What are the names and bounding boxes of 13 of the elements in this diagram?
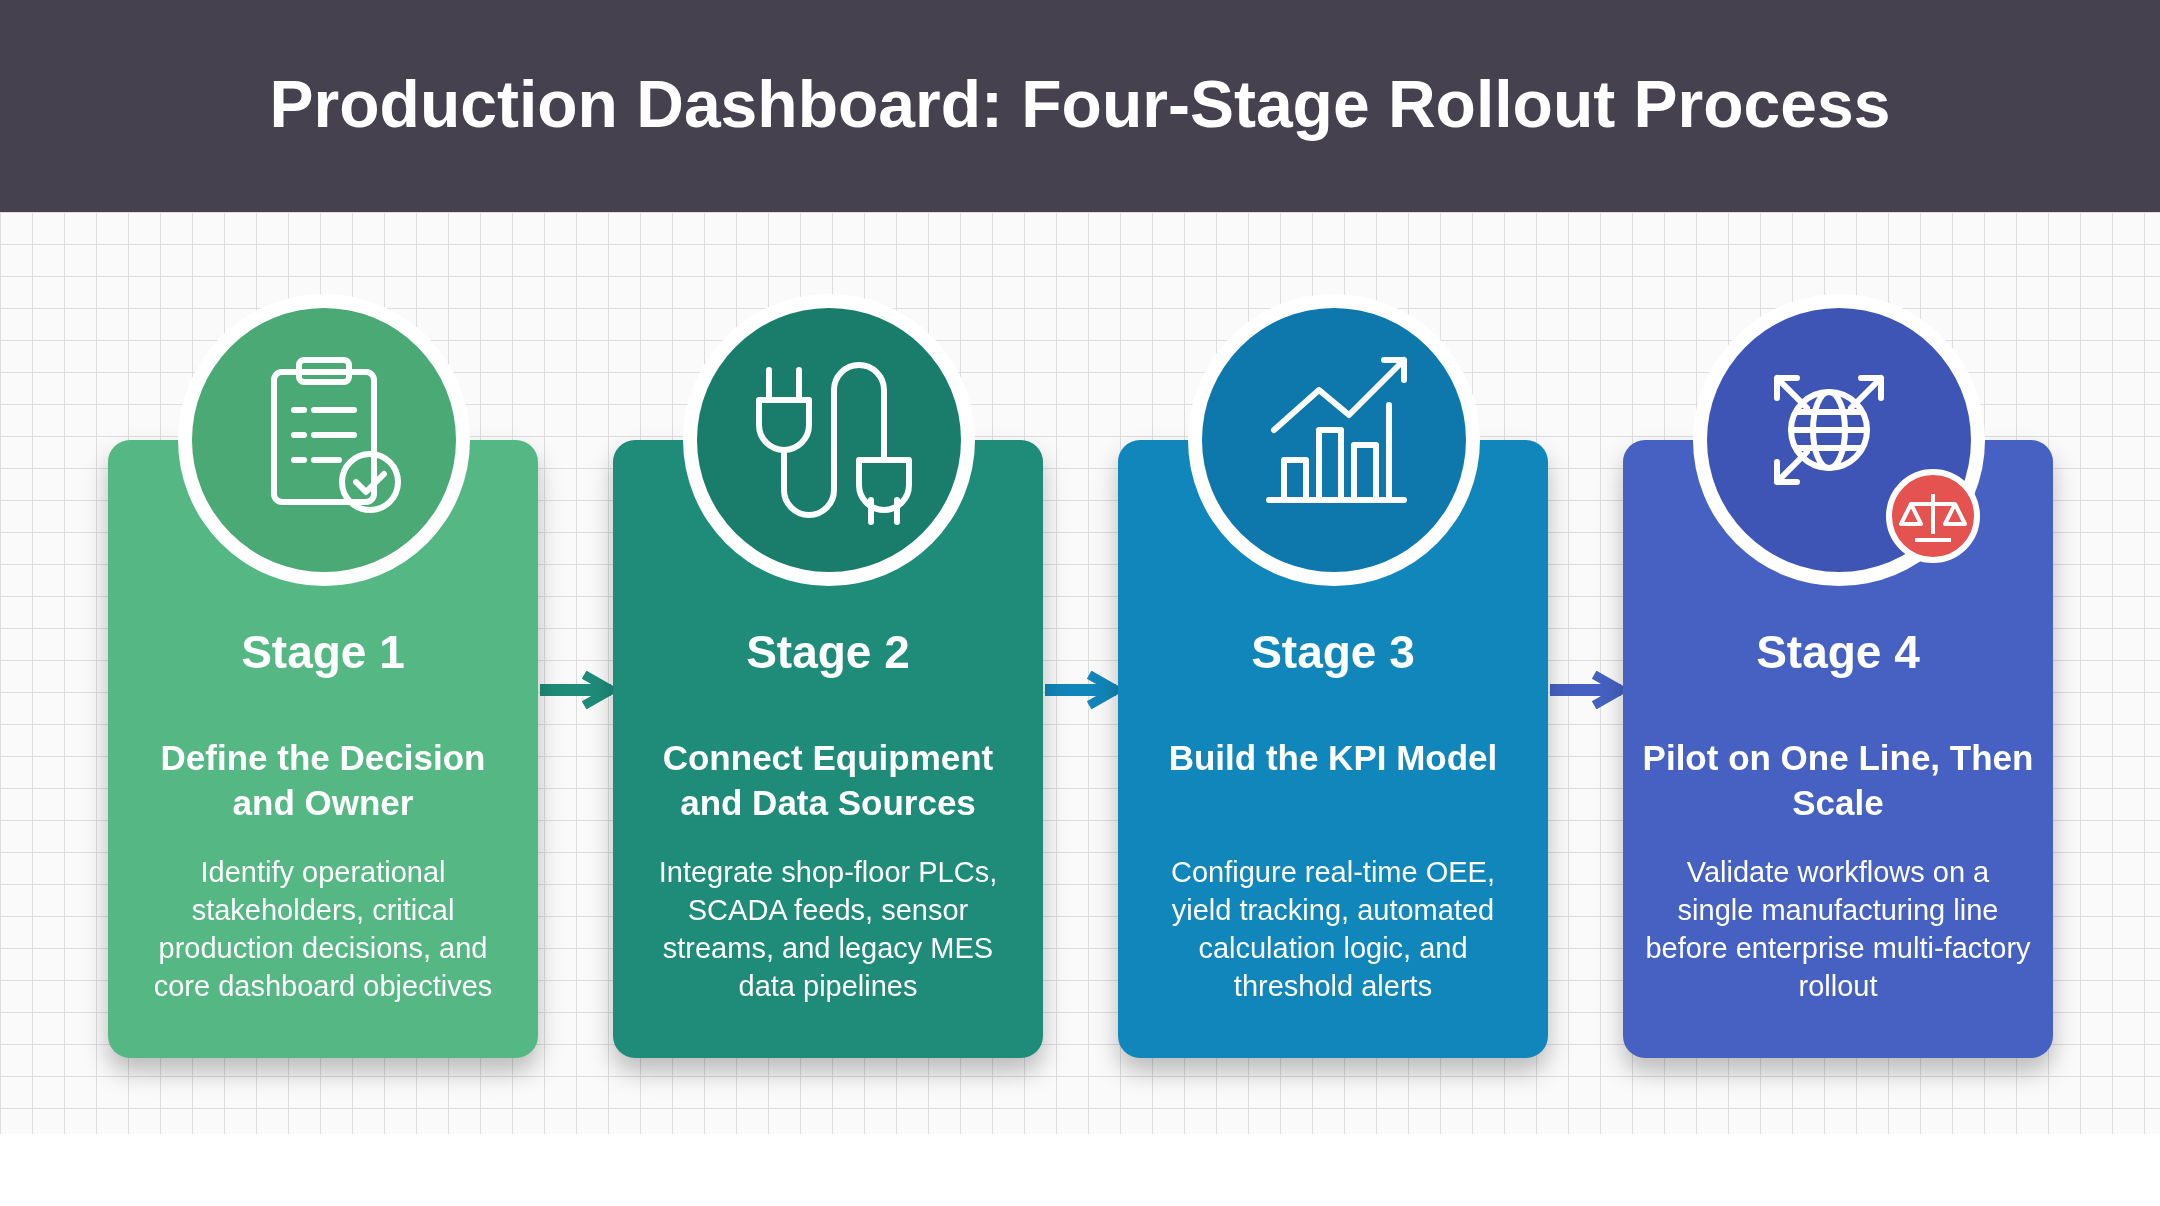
stage-title: Pilot on One Line, Then Scale bbox=[1641, 737, 2035, 824]
stage-description: Configure real-time OEE, yield tracking, automated calculation logic, and threshold alerts bbox=[1170, 855, 1496, 1004]
stage-description: Integrate shop-floor PLCs, SCADA feeds, sensor streams, and legacy MES data pipelines bbox=[657, 855, 999, 1004]
stage-title: Define the Decision and Owner bbox=[159, 737, 487, 824]
stage-number: Stage 1 bbox=[240, 625, 406, 679]
stage-description: Validate workflows on a single manufacturing line before enterprise multi-factory rollout bbox=[1645, 855, 2031, 1004]
stage-number: Stage 3 bbox=[1250, 625, 1416, 679]
title: Production Dashboard: Four-Stage Rollout Process bbox=[268, 66, 1892, 143]
stage-number: Stage 4 bbox=[1755, 625, 1921, 679]
stage-title: Connect Equipment and Data Sources bbox=[661, 737, 995, 824]
stage-title: Build the KPI Model bbox=[1167, 737, 1499, 779]
stage-description: Identify operational stakeholders, critical production decisions, and core dashboard objectives bbox=[152, 855, 494, 1004]
stage-number: Stage 2 bbox=[745, 625, 911, 679]
